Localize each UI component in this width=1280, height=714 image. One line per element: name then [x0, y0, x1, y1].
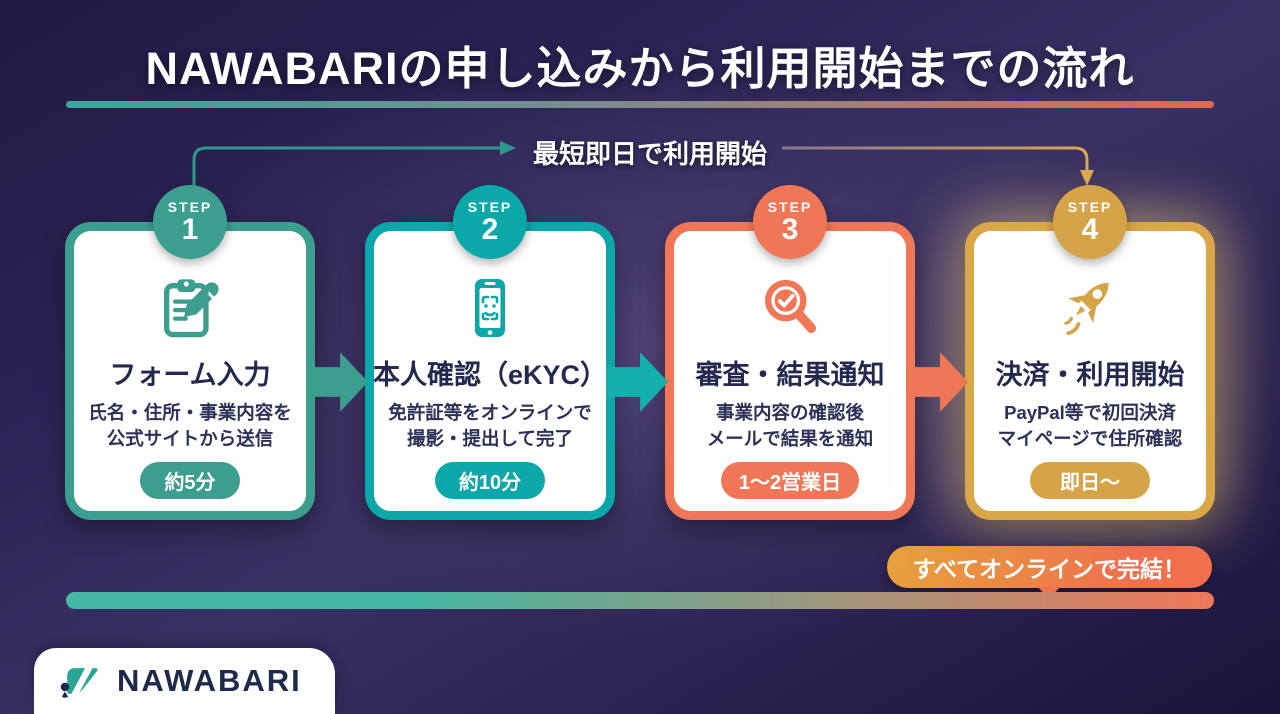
- step-4-desc-line1: PayPal等で初回決済: [1004, 402, 1176, 423]
- step-4-circle: STEP 4: [1053, 185, 1127, 259]
- step-1-description: 氏名・住所・事業内容を 公式サイトから送信: [88, 400, 292, 451]
- step-3-desc-line1: 事業内容の確認後: [715, 402, 864, 423]
- step-1-duration-badge: 約5分: [140, 462, 240, 500]
- nawabari-logo-text: NAWABARI: [117, 663, 302, 698]
- step-2-label: STEP: [467, 199, 513, 215]
- step-3-description: 事業内容の確認後 メールで結果を通知: [707, 400, 874, 451]
- step-2-circle: STEP 2: [453, 185, 527, 259]
- step-3-label: STEP: [767, 199, 813, 215]
- step-2-number: 2: [481, 213, 499, 246]
- step-4-number: 4: [1081, 213, 1099, 246]
- step-3-title: 審査・結果通知: [695, 360, 885, 390]
- step-1-desc-line1: 氏名・住所・事業内容を: [88, 402, 292, 423]
- top-divider: [66, 101, 1214, 108]
- step-1-label: STEP: [167, 199, 213, 215]
- step-1-desc-line2: 公式サイトから送信: [106, 427, 274, 449]
- arrow-step1-to-step2-icon: [306, 352, 368, 412]
- step-2-card: 本人確認（eKYC） 免許証等をオンラインで 撮影・提出して完了 約10分: [365, 222, 615, 520]
- arrow-step2-to-step3-icon: [606, 352, 668, 412]
- nawabari-logo-mark-icon: [58, 660, 104, 702]
- step-2-duration-badge: 約10分: [434, 462, 546, 500]
- bottom-divider: [66, 592, 1214, 609]
- step-4-title: 決済・利用開始: [995, 360, 1185, 390]
- arrow-step3-to-step4-icon: [906, 352, 968, 412]
- step-2-desc-line2: 撮影・提出して完了: [407, 427, 573, 449]
- magnifier-check-icon: [756, 271, 824, 345]
- phone-face-scan-icon: [458, 271, 522, 345]
- nawabari-logo: NAWABARI: [34, 648, 335, 714]
- step-1-card: フォーム入力 氏名・住所・事業内容を 公式サイトから送信 約5分: [65, 222, 315, 520]
- step-2-desc-line1: 免許証等をオンラインで: [388, 402, 592, 423]
- page-title: NAWABARIの申し込みから利用開始までの流れ: [145, 43, 1135, 94]
- step-4-desc-line2: マイページで住所確認: [997, 427, 1183, 449]
- fastest-start-annotation: 最短即日で利用開始: [532, 139, 767, 169]
- rocket-icon: [1055, 271, 1125, 345]
- step-4-description: PayPal等で初回決済 マイページで住所確認: [998, 400, 1183, 451]
- step-4-card: 決済・利用開始 PayPal等で初回決済 マイページで住所確認 即日〜: [965, 222, 1215, 520]
- step-2-title: 本人確認（eKYC）: [372, 360, 608, 390]
- step-4-label: STEP: [1067, 199, 1113, 215]
- step-2-description: 免許証等をオンラインで 撮影・提出して完了: [388, 400, 592, 451]
- step-1-number: 1: [181, 213, 199, 246]
- step-3-duration-badge: 1〜2営業日: [720, 462, 860, 500]
- step-3-number: 3: [781, 213, 799, 246]
- step-1-circle: STEP 1: [153, 185, 227, 259]
- step-3-circle: STEP 3: [753, 185, 827, 259]
- step-3-card: 審査・結果通知 事業内容の確認後 メールで結果を通知 1〜2営業日: [665, 222, 915, 520]
- step-3-desc-line2: メールで結果を通知: [706, 427, 874, 449]
- online-completion-badge: すべてオンラインで完結！: [886, 546, 1212, 599]
- clipboard-pencil-icon: [156, 271, 224, 345]
- step-4-duration-badge: 即日〜: [1030, 462, 1150, 500]
- step-1-title: フォーム入力: [109, 360, 271, 390]
